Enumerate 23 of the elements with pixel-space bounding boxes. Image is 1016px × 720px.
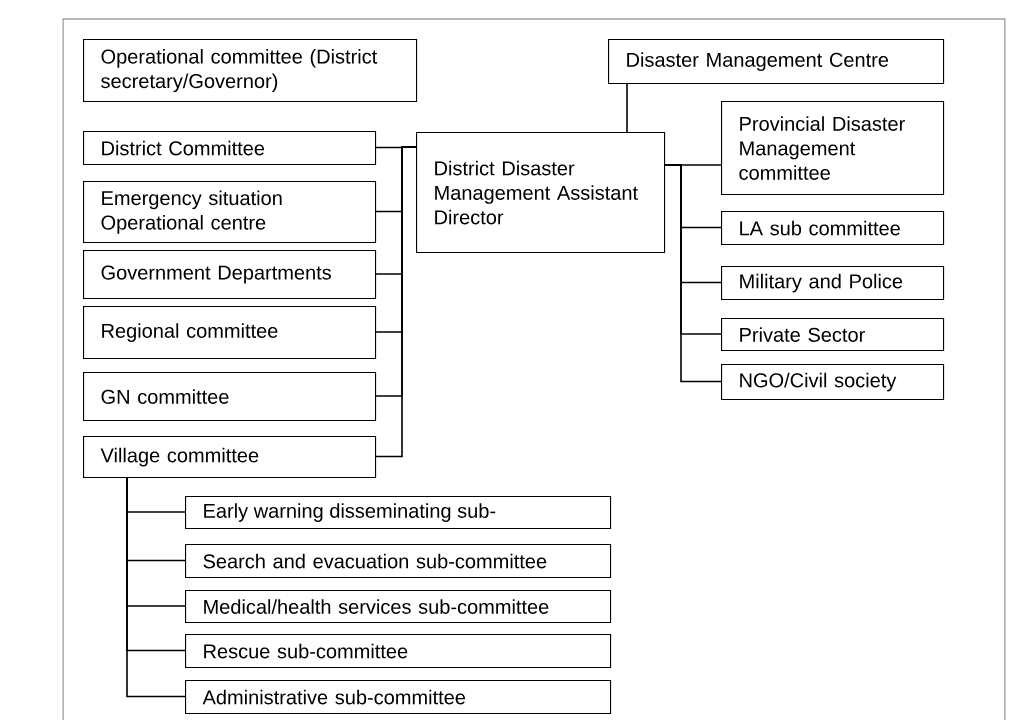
org-box: Village committee xyxy=(83,436,377,479)
org-box: LA sub committee xyxy=(721,211,945,246)
org-box: District Disaster Management Assistant Director xyxy=(416,132,666,254)
org-box: GN committee xyxy=(83,372,377,422)
org-box: Medical/health services sub-committee xyxy=(185,590,612,624)
org-box: Private Sector xyxy=(721,318,945,352)
org-box: Government Departments xyxy=(83,250,377,300)
org-box: Operational committee (District secretary/Governor) xyxy=(83,39,418,103)
org-box: Emergency situation Operational centre xyxy=(83,181,377,244)
org-box: Rescue sub-committee xyxy=(185,634,612,669)
org-box: District Committee xyxy=(83,131,377,166)
org-box: Search and evacuation sub-committee xyxy=(185,544,612,579)
org-box: NGO/Civil society xyxy=(721,364,945,401)
connector-line xyxy=(626,82,628,133)
org-box: Early warning disseminating sub- xyxy=(185,496,612,530)
org-box: Military and Police xyxy=(721,266,945,301)
connector-line xyxy=(663,164,722,383)
connector-line xyxy=(126,476,186,698)
org-box: Disaster Management Centre xyxy=(608,39,945,85)
org-box: Regional committee xyxy=(83,306,377,360)
org-box: Provincial Disaster Management committee xyxy=(721,101,945,196)
connector-line xyxy=(374,146,417,458)
org-box: Administrative sub-committee xyxy=(185,680,612,715)
